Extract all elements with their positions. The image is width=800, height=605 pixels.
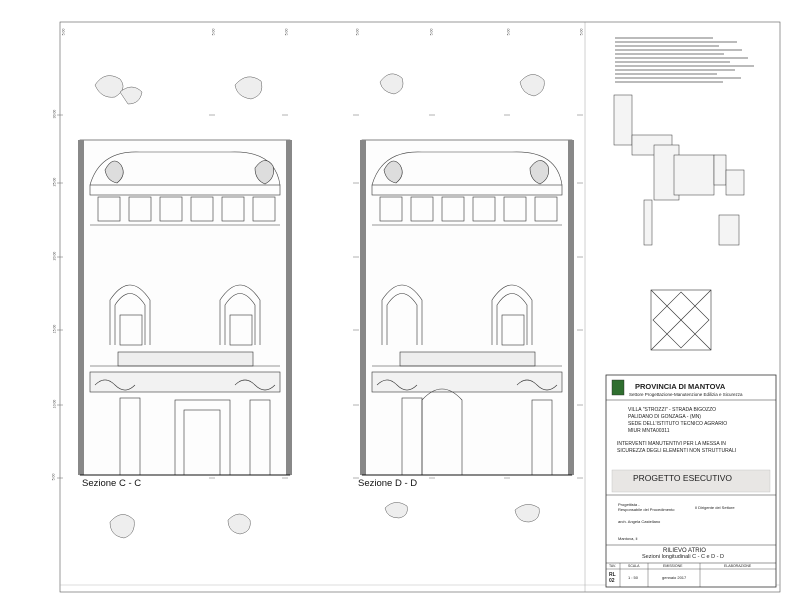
site-plan <box>613 94 745 246</box>
balustrade-window <box>410 196 434 222</box>
grid-top-label: 5.00 <box>506 28 511 36</box>
balustrade-window <box>97 196 121 222</box>
balustrade-window <box>252 196 276 222</box>
note-line <box>615 81 723 83</box>
balustrade-window <box>503 196 527 222</box>
balustrade-window <box>534 196 558 222</box>
scale-value: 1 : 50 <box>628 575 639 580</box>
section-label-cc: Sezione C - C <box>82 478 142 489</box>
designer-role-2: Responsabile del Procedimento <box>618 507 675 512</box>
building-line: MIUR MNTA00311 <box>628 428 670 434</box>
province-logo <box>611 379 625 396</box>
elevation-label: 15.00 <box>52 324 57 334</box>
grid-top-label: 5.00 <box>61 28 66 36</box>
work-line: INTERVENTI MANUTENTIVI PER LA MESSA IN <box>617 441 726 447</box>
balustrade-window <box>221 196 245 222</box>
note-line <box>615 69 736 71</box>
authority-title: PROVINCIA DI MANTOVA <box>635 382 726 391</box>
ceiling-diagram <box>650 289 712 351</box>
elevation-label: 30.00 <box>52 109 57 119</box>
grid-top-label: 5.00 <box>579 28 584 36</box>
notes-block <box>615 35 755 85</box>
department-label: Settore Progettazione-Manutenzione Edili… <box>629 392 743 397</box>
note-line <box>615 53 725 55</box>
photo-thumbnail <box>611 469 771 493</box>
balustrade-window <box>472 196 496 222</box>
note-line <box>615 37 713 39</box>
emission-date: gennaio 2017 <box>662 575 687 580</box>
phase-label: PROGETTO ESECUTIVO <box>633 473 733 483</box>
note-line <box>615 73 718 75</box>
note-line <box>615 77 741 79</box>
note-line <box>615 41 737 43</box>
grid-top-label: 5.00 <box>211 28 216 36</box>
elevation-label: 5.00 <box>51 473 56 481</box>
section-dd-drawing <box>360 139 574 476</box>
outer-frame <box>59 21 781 593</box>
note-line <box>615 49 743 51</box>
balustrade-window <box>190 196 214 222</box>
manager-role: Il Dirigente del Settore <box>695 505 735 510</box>
place-label: Mantova, li <box>618 536 638 541</box>
balustrade-window <box>441 196 465 222</box>
building-line: PALIDANO DI GONZAGA - (MN) <box>628 414 701 420</box>
col-tav: TAV. <box>609 564 616 568</box>
balustrade-window <box>379 196 403 222</box>
grid-top-label: 5.00 <box>429 28 434 36</box>
building-line: SEDE DELL'ISTITUTO TECNICO AGRARIO <box>628 421 728 427</box>
col-emissione: EMISSIONE <box>663 564 683 568</box>
balustrade-window <box>128 196 152 222</box>
grid-top-label: 5.00 <box>284 28 289 36</box>
col-scala: SCALA <box>628 564 640 568</box>
elevation-label: 10.00 <box>52 399 57 409</box>
drawing-title: RILIEVO ATRIO <box>663 548 706 554</box>
grid-top-label: 5.00 <box>355 28 360 36</box>
elevation-label: 20.00 <box>52 251 57 261</box>
note-line <box>615 61 730 63</box>
note-line <box>615 45 719 47</box>
sheet-number: RL 02 <box>609 572 616 584</box>
section-label-dd: Sezione D - D <box>358 478 418 489</box>
signer-name: arch. Angela Castellano <box>618 519 661 524</box>
balustrade-window <box>159 196 183 222</box>
elevation-label: 25.00 <box>52 177 57 187</box>
building-line: VILLA "STROZZI" - STRADA BIGOZZO <box>628 407 717 413</box>
designer-role: Progettista - <box>618 502 640 507</box>
section-cc-drawing <box>78 139 292 476</box>
drawing-subtitle: Sezioni longitudinali C - C e D - D <box>642 554 724 560</box>
note-line <box>615 57 748 59</box>
work-line: SICUREZZA DEGLI ELEMENTI NON STRUTTURALI <box>617 448 737 454</box>
note-line <box>615 65 754 67</box>
col-elaborazione: ELABORAZIONE <box>724 564 752 568</box>
sculpture-details <box>94 73 545 539</box>
